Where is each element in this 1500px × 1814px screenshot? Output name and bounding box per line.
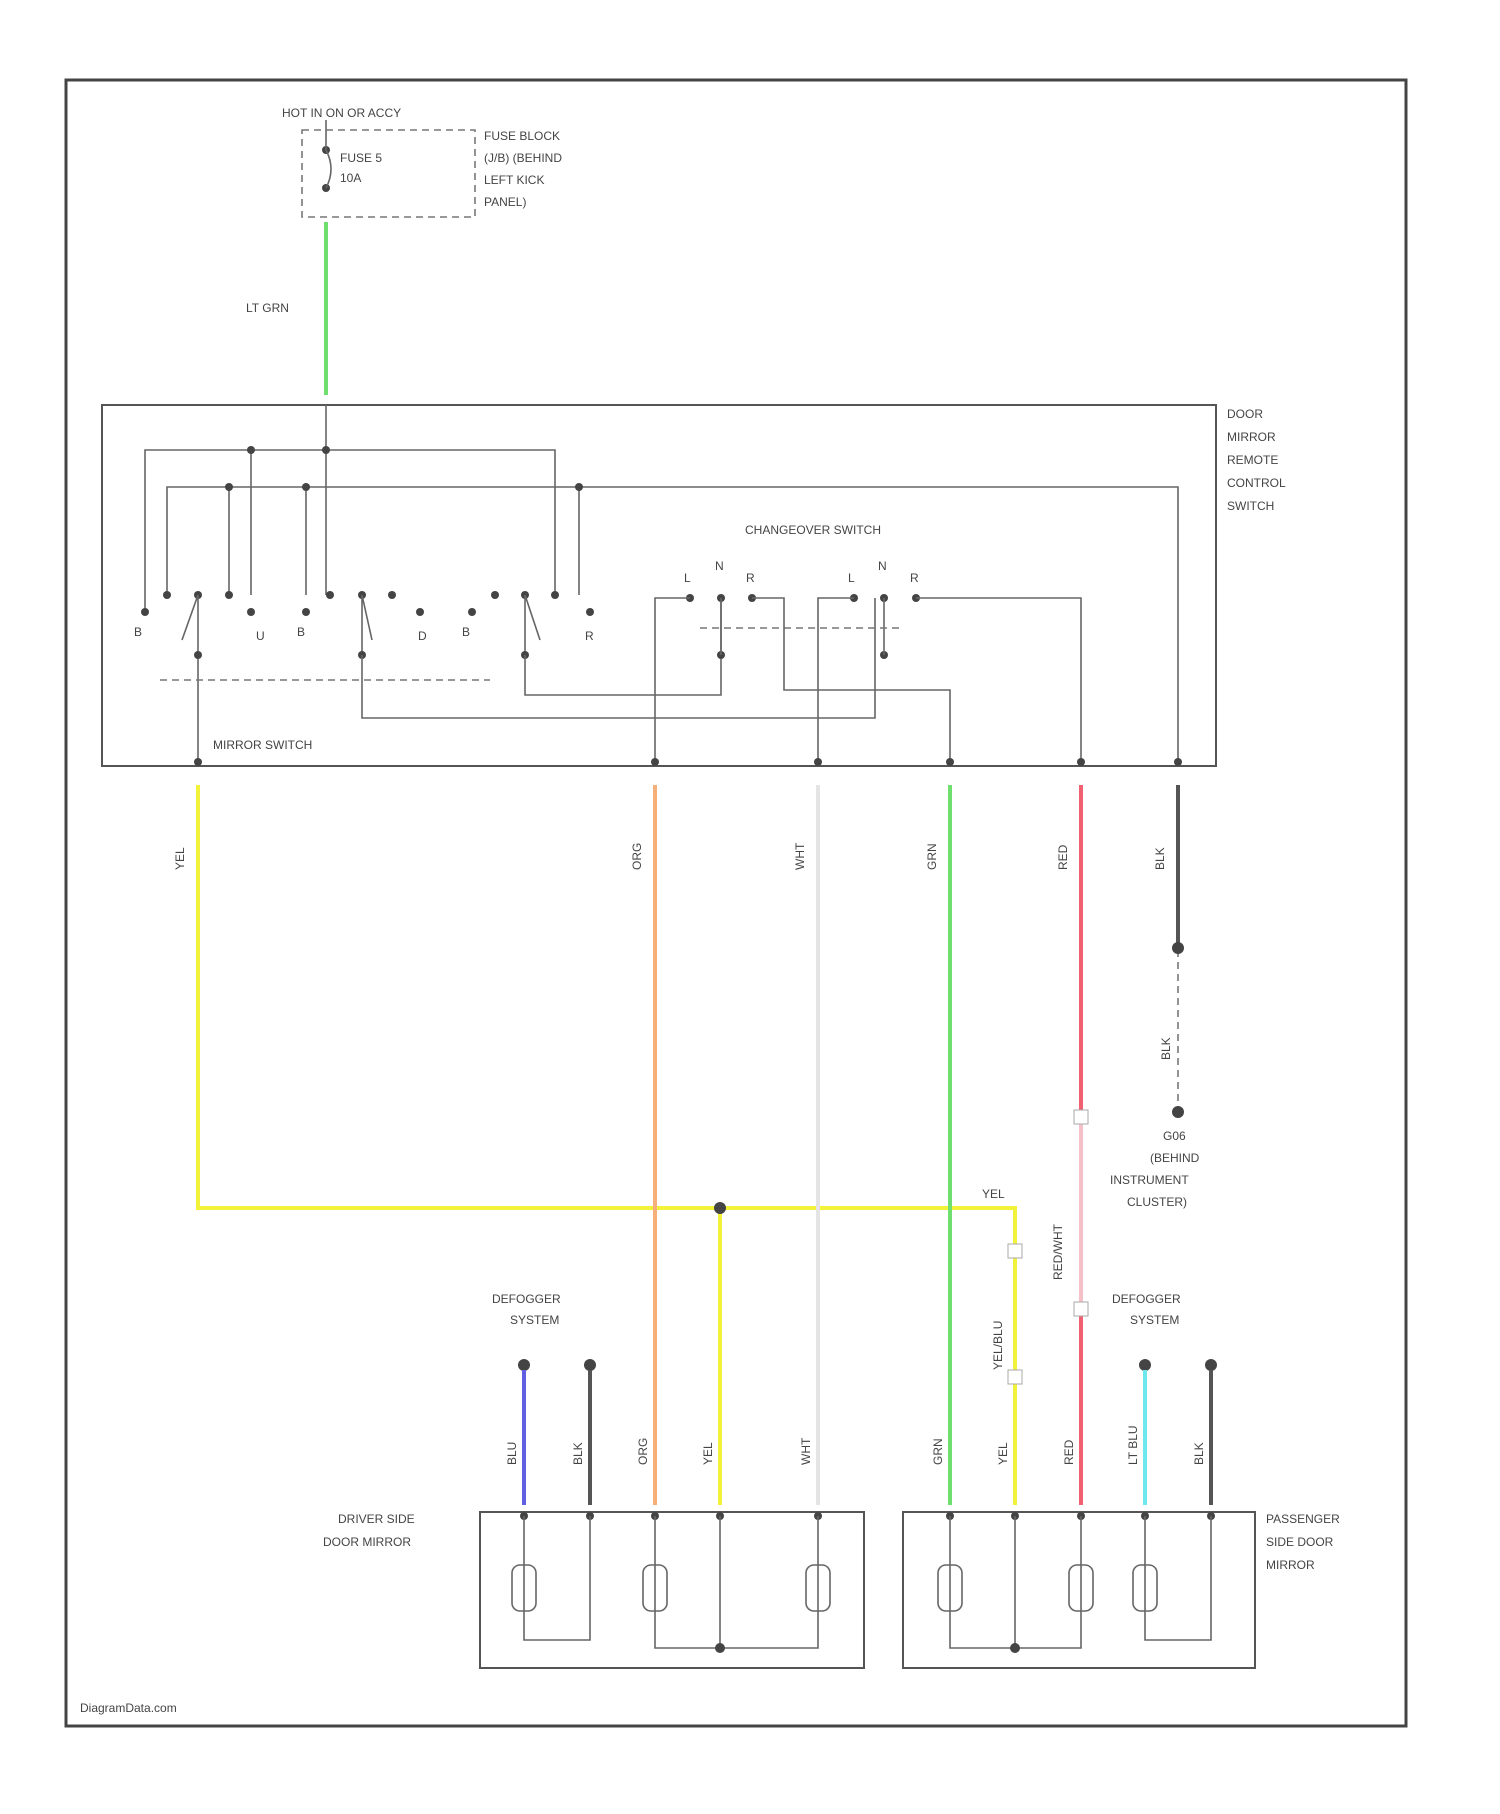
contact-label-r2: R xyxy=(746,571,755,585)
label-yel-blu: YEL/BLU xyxy=(991,1321,1005,1370)
defogger-driver-2: SYSTEM xyxy=(510,1313,559,1327)
driver-pin-3: ORG xyxy=(636,1438,650,1465)
ground-label-3: INSTRUMENT xyxy=(1110,1173,1189,1187)
pass-pin-2: YEL xyxy=(996,1442,1010,1465)
pass-pin-3: RED xyxy=(1062,1439,1076,1465)
contact-label-n2: N xyxy=(878,559,887,573)
passenger-pin-labels: GRN YEL RED LT BLU BLK xyxy=(931,1425,1206,1465)
fuse-block-label-3: LEFT KICK xyxy=(484,173,544,187)
changeover-switch-label: CHANGEOVER SWITCH xyxy=(745,523,881,537)
pass-mirror-title-2: SIDE DOOR xyxy=(1266,1535,1334,1549)
feed-wire-label: LT GRN xyxy=(246,301,289,315)
contact-label-r3: R xyxy=(910,571,919,585)
fuse-name: FUSE 5 xyxy=(340,151,382,165)
label-org: ORG xyxy=(630,843,644,870)
driver-pin-labels: BLU BLK ORG YEL WHT xyxy=(505,1437,813,1465)
label-blk: BLK xyxy=(1153,847,1167,870)
switch-output-terminals xyxy=(194,758,1182,766)
defogger-labels: DEFOGGER SYSTEM DEFOGGER SYSTEM xyxy=(492,1292,1217,1505)
fuse-block-label-1: FUSE BLOCK xyxy=(484,129,560,143)
label-wht: WHT xyxy=(793,842,807,870)
footer-source: DiagramData.com xyxy=(80,1701,177,1715)
wire-yel-main xyxy=(198,785,1015,1505)
ground-g06: G06 (BEHIND INSTRUMENT CLUSTER) xyxy=(1110,1129,1200,1209)
driver-pin-5: WHT xyxy=(799,1437,813,1465)
door-mirror-remote-control-switch: DOOR MIRROR REMOTE CONTROL SWITCH CHANGE… xyxy=(102,405,1286,766)
defogger-driver-1: DEFOGGER xyxy=(492,1292,561,1306)
driver-pin-1: BLU xyxy=(505,1442,519,1465)
contact-label-n1: N xyxy=(715,559,724,573)
harness-wires xyxy=(198,785,1184,1505)
passenger-side-door-mirror: PASSENGER SIDE DOOR MIRROR xyxy=(903,1512,1340,1668)
pass-pin-5: BLK xyxy=(1192,1442,1206,1465)
fuse-rating: 10A xyxy=(340,171,361,185)
label-grn: GRN xyxy=(925,843,939,870)
label-red: RED xyxy=(1056,844,1070,870)
diagram-frame xyxy=(66,80,1406,1726)
driver-pin-2: BLK xyxy=(571,1442,585,1465)
fuse-block-label-2: (J/B) (BEHIND xyxy=(484,151,562,165)
contact-label-d: D xyxy=(418,629,427,643)
label-yel-branch: YEL xyxy=(982,1187,1005,1201)
mirror-switch-contacts: B U B D B R xyxy=(134,591,875,760)
defogger-pass-1: DEFOGGER xyxy=(1112,1292,1181,1306)
ground-label-1: G06 xyxy=(1163,1129,1186,1143)
switch-title-5: SWITCH xyxy=(1227,499,1274,513)
contact-label-u: U xyxy=(256,629,265,643)
pass-mirror-title-1: PASSENGER xyxy=(1266,1512,1340,1526)
driver-mirror-title-2: DOOR MIRROR xyxy=(323,1535,411,1549)
switch-title-2: MIRROR xyxy=(1227,430,1276,444)
pass-mirror-title-3: MIRROR xyxy=(1266,1558,1315,1572)
label-red-wht: RED/WHT xyxy=(1051,1223,1065,1280)
contact-label-b1: B xyxy=(134,625,142,639)
ground-label-2: (BEHIND xyxy=(1150,1151,1200,1165)
changeover-switch-contacts: L N R L N R xyxy=(655,559,1081,760)
contact-label-b2: B xyxy=(297,625,305,639)
mirror-switch-label: MIRROR SWITCH xyxy=(213,738,312,752)
hot-label: HOT IN ON OR ACCY xyxy=(282,106,401,120)
fuse-block: HOT IN ON OR ACCY FUSE 5 10A FUSE BLOCK … xyxy=(282,106,562,217)
contact-label-b3: B xyxy=(462,625,470,639)
switch-title-1: DOOR xyxy=(1227,407,1263,421)
label-yel: YEL xyxy=(173,847,187,870)
driver-mirror-title-1: DRIVER SIDE xyxy=(338,1512,415,1526)
contact-label-l1: L xyxy=(684,571,691,585)
driver-pin-4: YEL xyxy=(701,1442,715,1465)
switch-title-4: CONTROL xyxy=(1227,476,1286,490)
contact-label-l2: L xyxy=(848,571,855,585)
driver-side-door-mirror: DRIVER SIDE DOOR MIRROR xyxy=(323,1512,864,1668)
ground-label-4: CLUSTER) xyxy=(1127,1195,1187,1209)
contact-label-r1: R xyxy=(585,629,594,643)
pass-pin-4: LT BLU xyxy=(1126,1425,1140,1465)
fuse-block-label-4: PANEL) xyxy=(484,195,526,209)
harness-wire-labels: YEL ORG WHT GRN RED BLK BLK YEL YEL/BLU … xyxy=(173,842,1173,1370)
label-blk-ground: BLK xyxy=(1159,1037,1173,1060)
defogger-pass-2: SYSTEM xyxy=(1130,1313,1179,1327)
switch-title-3: REMOTE xyxy=(1227,453,1278,467)
pass-pin-1: GRN xyxy=(931,1438,945,1465)
